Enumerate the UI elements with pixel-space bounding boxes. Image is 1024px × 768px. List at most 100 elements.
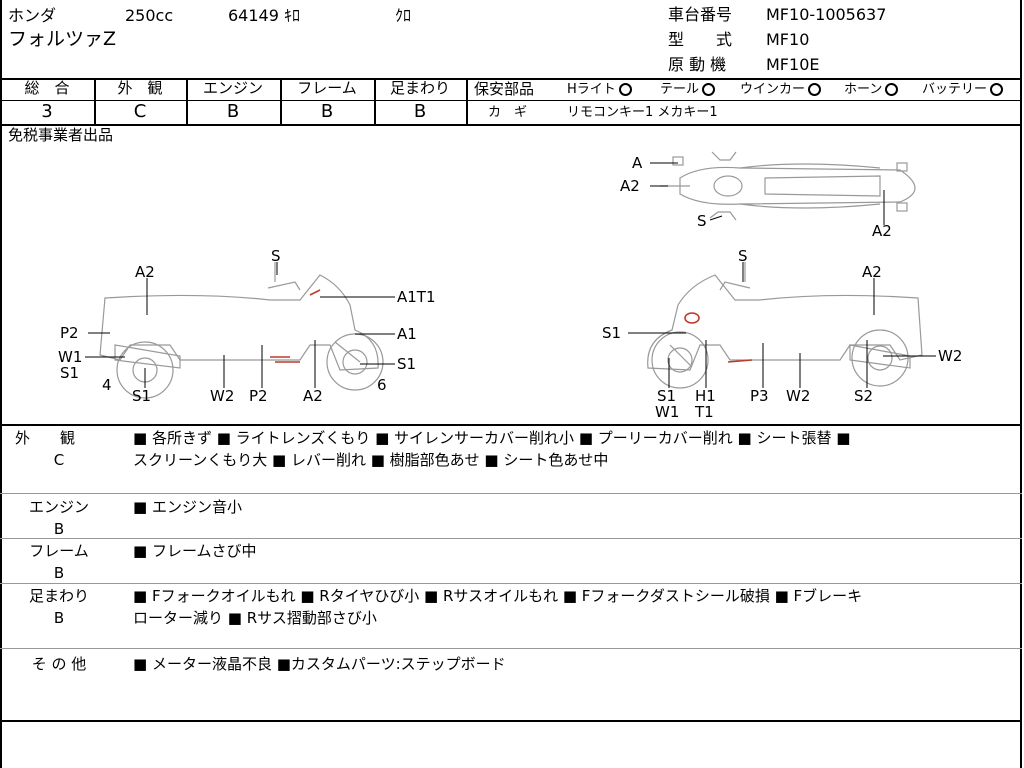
ok-circle-icon xyxy=(885,83,899,96)
grade-header-suspension: 足まわり xyxy=(389,79,450,97)
section-exterior-label: 外 観 xyxy=(14,429,75,447)
frame-no: MF10-1005637 xyxy=(766,5,887,24)
ok-circle-icon xyxy=(808,83,822,96)
top-view-scooter xyxy=(660,151,916,221)
label-left-s: S xyxy=(271,247,281,265)
label-left-p2: P2 xyxy=(60,324,79,342)
grade-header-overall: 総 合 xyxy=(24,79,70,97)
key-value: リモコンキー1 メカキー1 xyxy=(567,105,718,120)
grade-value-exterior: C xyxy=(133,101,147,122)
grade-header-exterior: 外 観 xyxy=(117,79,163,97)
key-label: カ ギ xyxy=(488,105,528,120)
safety-item-horn-label: ホーン xyxy=(844,82,883,97)
label-left-a2-bottom: A2 xyxy=(303,387,323,405)
left-side-scooter xyxy=(99,262,384,399)
safety-divider xyxy=(468,100,1020,101)
label-right-t1: T1 xyxy=(694,403,714,421)
label-right-w2: W2 xyxy=(786,387,810,405)
safety-item-tail: テール xyxy=(660,82,716,97)
label-left-s1-upper: S1 xyxy=(60,364,79,382)
section-suspension-grade: B xyxy=(53,609,65,627)
label-top-a: A xyxy=(632,154,643,172)
grade-value-overall: 3 xyxy=(41,101,53,122)
safety-item-headlight-label: Hライト xyxy=(567,82,616,97)
grade-header-engine: エンジン xyxy=(202,79,263,97)
mileage: 64149 ｷﾛ xyxy=(228,6,300,25)
leader-lines xyxy=(85,162,936,388)
safety-item-winker-label: ウインカー xyxy=(740,82,806,97)
label-top-s: S xyxy=(697,212,707,230)
section-divider xyxy=(0,583,1022,584)
section-suspension-line-2: ローター減り ■ Rサス摺動部さび小 xyxy=(133,609,377,627)
damage-marks xyxy=(270,289,753,363)
section-divider xyxy=(0,538,1022,539)
grade-header-frame: フレーム xyxy=(297,79,357,97)
section-exterior-grade: C xyxy=(53,451,65,469)
label-left-6: 6 xyxy=(377,376,387,394)
section-frame-grade: B xyxy=(53,564,65,582)
label-right-s: S xyxy=(738,247,748,265)
label-right-w2-side: W2 xyxy=(938,347,962,365)
section-exterior-line-1: ■ 各所きず ■ ライトレンズくもり ■ サイレンサーカバー削れ小 ■ プーリー… xyxy=(133,429,851,447)
label-top-a2: A2 xyxy=(620,177,640,195)
section-engine-line-1: ■ エンジン音小 xyxy=(133,498,242,516)
label-top-a2-rear: A2 xyxy=(872,222,892,240)
section-frame-label: フレーム xyxy=(29,542,89,560)
type-value: MF10 xyxy=(766,30,810,49)
ok-circle-icon xyxy=(618,83,632,96)
details-bottom xyxy=(0,720,1022,722)
label-right-s1: S1 xyxy=(602,324,621,342)
label-right-w1: W1 xyxy=(655,403,679,421)
type-label: 型 式 xyxy=(668,30,733,49)
maker: ホンダ xyxy=(8,6,57,25)
safety-item-headlight: Hライト xyxy=(567,83,632,96)
grade-col-sep xyxy=(466,78,468,124)
label-left-w2: W2 xyxy=(210,387,234,405)
safety-item-battery-label: バッテリー xyxy=(922,82,988,97)
label-right-s2: S2 xyxy=(854,387,873,405)
right-side-scooter xyxy=(647,262,923,389)
model-name: フォルツァZ xyxy=(8,28,117,50)
label-left-p2-bottom: P2 xyxy=(249,387,268,405)
label-left-a1: A1 xyxy=(397,325,417,343)
section-suspension-label: 足まわり xyxy=(28,587,89,605)
color: ｸﾛ xyxy=(395,6,412,25)
section-engine-grade: B xyxy=(53,520,65,538)
safety-item-horn: ホーン xyxy=(844,82,899,97)
section-engine-label: エンジン xyxy=(28,498,89,516)
damage-diagram: A A2 S A2 A2 S A1T1 P2 A1 W1 S1 S1 4 6 S… xyxy=(58,151,962,421)
label-left-s1-bottom: S1 xyxy=(132,387,151,405)
label-right-a2: A2 xyxy=(862,263,882,281)
label-left-a1t1: A1T1 xyxy=(397,288,436,306)
section-suspension-line-1: ■ Fフォークオイルもれ ■ Rタイヤひび小 ■ Rサスオイルもれ ■ Fフォー… xyxy=(133,587,863,605)
section-frame-line-1: ■ フレームさび中 xyxy=(133,542,257,560)
safety-item-tail-label: テール xyxy=(660,82,700,97)
grade-col-sep xyxy=(374,78,376,124)
grade-value-suspension: B xyxy=(413,101,427,122)
safety-item-battery: バッテリー xyxy=(922,82,1004,97)
label-right-s1-bottom: S1 xyxy=(657,387,676,405)
section-divider xyxy=(0,648,1022,649)
engine-value: MF10E xyxy=(766,55,820,74)
grade-col-sep xyxy=(280,78,282,124)
frame-no-label: 車台番号 xyxy=(668,5,733,24)
grade-divider xyxy=(0,100,468,101)
section-other-label: そ の 他 xyxy=(31,655,87,673)
label-right-h1: H1 xyxy=(695,387,716,405)
grade-col-sep xyxy=(186,78,188,124)
section-other-line-1: ■ メーター液晶不良 ■カスタムパーツ:ステップボード xyxy=(133,655,506,673)
grade-value-frame: B xyxy=(320,101,334,122)
engine-label: 原 動 機 xyxy=(668,55,727,74)
frame-right xyxy=(1020,0,1022,768)
section-divider xyxy=(0,493,1022,494)
ok-circle-icon xyxy=(990,83,1004,96)
grade-value-engine: B xyxy=(226,101,240,122)
frame-left xyxy=(0,0,2,768)
label-left-s1-right: S1 xyxy=(397,355,416,373)
grade-table-bottom xyxy=(0,124,1022,126)
details-top xyxy=(0,424,1022,426)
grade-table-top xyxy=(0,78,1022,80)
ok-circle-icon xyxy=(702,83,716,96)
displacement: 250cc xyxy=(125,6,174,25)
label-left-4: 4 xyxy=(102,376,112,394)
